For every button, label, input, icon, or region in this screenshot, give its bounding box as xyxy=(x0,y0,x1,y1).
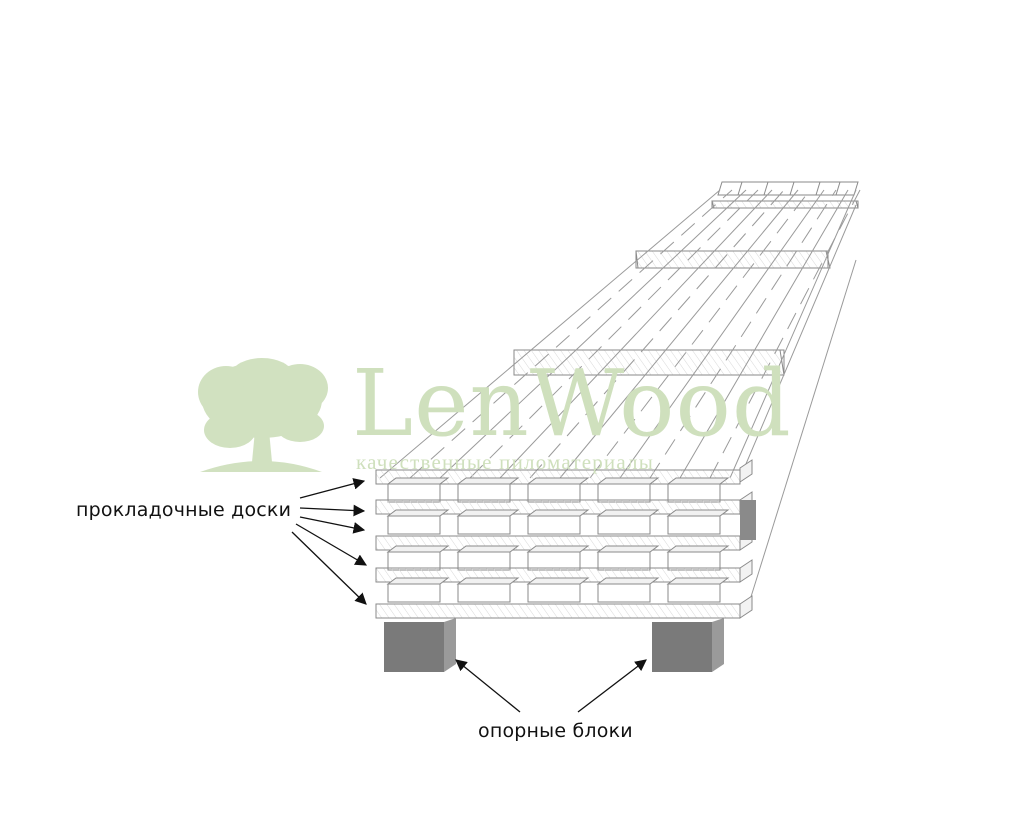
board-end-top xyxy=(386,577,450,585)
board-end-top xyxy=(596,545,660,553)
board-end xyxy=(597,515,651,535)
far-board-stack xyxy=(513,181,859,376)
long-board-edge xyxy=(729,189,857,479)
board-end-top xyxy=(386,509,450,517)
board-end-top xyxy=(596,509,660,517)
long-board-side xyxy=(739,204,857,479)
board-end xyxy=(457,583,511,603)
board-end-top xyxy=(456,477,520,485)
board-end xyxy=(527,483,581,503)
spacer-board-side xyxy=(739,459,753,483)
long-board-side xyxy=(749,259,857,601)
board-end xyxy=(527,583,581,603)
board-end xyxy=(527,515,581,535)
board-end-top xyxy=(526,477,590,485)
arrow-support-right xyxy=(577,659,647,713)
board-end xyxy=(457,515,511,535)
board-end-top xyxy=(596,477,660,485)
board-end xyxy=(457,483,511,503)
board-end-top xyxy=(526,509,590,517)
long-board-seam xyxy=(469,189,759,479)
board-end-top xyxy=(526,577,590,585)
long-boards xyxy=(379,189,861,601)
board-end xyxy=(597,483,651,503)
board-end xyxy=(527,551,581,571)
label-support-blocks: опорные блоки xyxy=(478,720,633,742)
long-board-edge xyxy=(499,189,773,479)
spacer-board xyxy=(375,603,741,619)
arrow-support-left xyxy=(455,659,521,713)
board-end xyxy=(667,515,721,535)
board-end xyxy=(597,583,651,603)
support-blocks xyxy=(384,500,756,672)
board-end-top xyxy=(666,477,730,485)
front-layers xyxy=(375,459,753,619)
callout-arrows xyxy=(291,478,647,713)
watermark-brand: LenWood xyxy=(352,350,792,457)
board-end-top xyxy=(526,545,590,553)
arrow-spacer-5 xyxy=(291,531,367,605)
board-end xyxy=(597,551,651,571)
arrow-spacer-4 xyxy=(295,523,368,566)
board-end xyxy=(387,583,441,603)
board-end-top xyxy=(456,509,520,517)
long-board-seam xyxy=(589,189,811,479)
long-board-edge xyxy=(379,189,721,479)
board-end-top xyxy=(666,577,730,585)
spacer-board-side xyxy=(739,595,753,619)
spacer-board-side xyxy=(739,559,753,583)
board-end xyxy=(387,551,441,571)
long-board-seam xyxy=(529,189,785,479)
board-end xyxy=(667,483,721,503)
long-board-seam xyxy=(409,189,733,479)
support-block-right xyxy=(652,618,724,672)
board-end-top xyxy=(666,545,730,553)
board-end-top xyxy=(386,545,450,553)
board-end xyxy=(387,515,441,535)
tree-icon xyxy=(198,358,328,472)
watermark-tagline: качественные пиломатериалы xyxy=(356,450,655,474)
long-board-edge xyxy=(619,189,825,479)
arrow-spacer-3 xyxy=(299,516,366,534)
long-board-seam xyxy=(649,189,837,479)
board-end-top xyxy=(456,545,520,553)
board-end-top xyxy=(386,477,450,485)
label-spacer-boards: прокладочные доски xyxy=(76,499,292,521)
board-end xyxy=(387,483,441,503)
board-end xyxy=(667,551,721,571)
arrow-spacer-2 xyxy=(299,504,366,517)
long-board-edge xyxy=(439,189,747,479)
long-board-edge xyxy=(559,189,799,479)
board-end xyxy=(667,583,721,603)
board-end-top xyxy=(596,577,660,585)
support-block-far xyxy=(740,500,756,540)
arrow-spacer-1 xyxy=(299,478,366,499)
board-end xyxy=(457,551,511,571)
support-block-left xyxy=(384,618,456,672)
board-end-top xyxy=(666,509,730,517)
board-end-top xyxy=(456,577,520,585)
long-board-edge xyxy=(679,189,849,479)
